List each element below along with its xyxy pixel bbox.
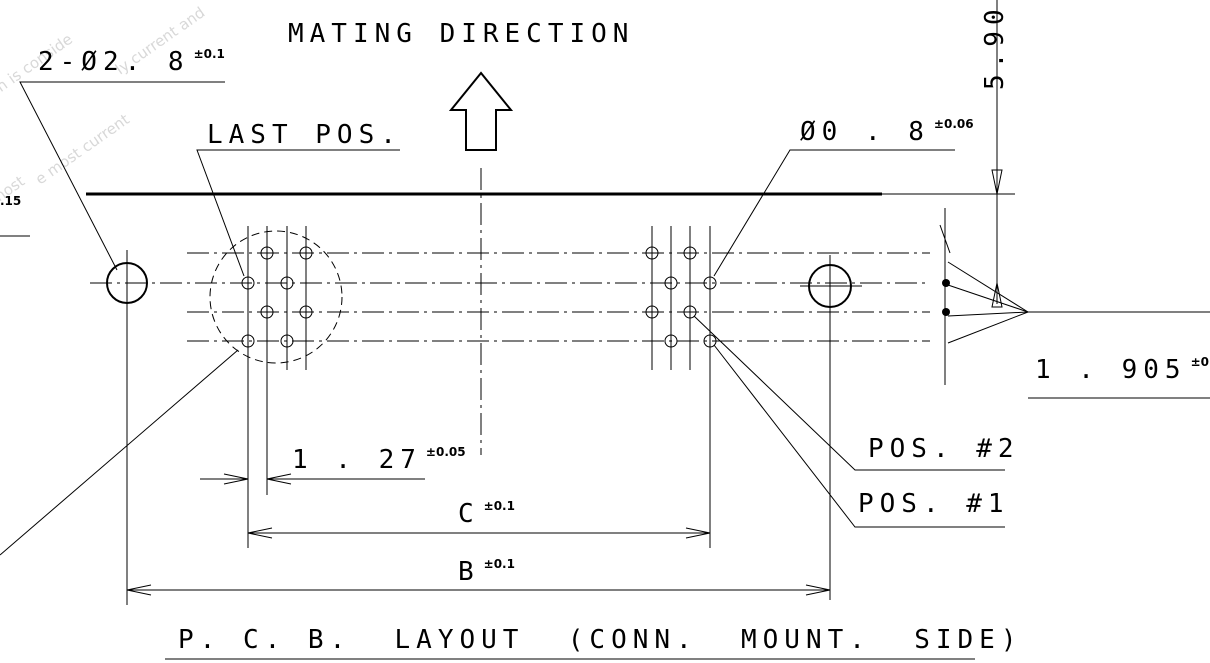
watermark: ion is conside ly current and e most cur… bbox=[0, 3, 208, 208]
pos1-label: POS. #1 bbox=[858, 489, 1010, 519]
mount-hole-leader bbox=[19, 81, 225, 271]
col-pitch-label: 1 . 27±0.05 bbox=[292, 445, 466, 475]
col-pitch-dim bbox=[200, 473, 425, 485]
mount-hole-label: 2-Ø2. 8±0.1 bbox=[38, 47, 225, 77]
height-arrow-bottom bbox=[991, 282, 1003, 308]
last-pos-leader bbox=[196, 149, 400, 277]
row-lines bbox=[90, 252, 930, 342]
dim-c-label: C±0.1 bbox=[458, 499, 515, 529]
edge-tol-label: .15 bbox=[0, 194, 21, 208]
pos2-label: POS. #2 bbox=[868, 434, 1020, 464]
last-pos-label: LAST POS. bbox=[207, 120, 402, 150]
dim-c bbox=[247, 527, 711, 539]
lower-left-leader bbox=[0, 349, 239, 556]
left-pin-grid bbox=[241, 226, 313, 548]
mating-direction-arrow-icon bbox=[448, 71, 514, 151]
pos1-leader bbox=[713, 344, 1005, 528]
dim-b bbox=[126, 584, 831, 596]
mating-direction-label: MATING DIRECTION bbox=[288, 19, 634, 49]
last-pos-circle bbox=[209, 230, 343, 364]
dim-b-label: B±0.1 bbox=[458, 557, 515, 587]
pos2-leader bbox=[693, 315, 1005, 471]
pin-hole-leader bbox=[713, 149, 955, 277]
drawing-title: P. C. B. LAYOUT (CONN. MOUNT. SIDE) bbox=[178, 625, 1022, 655]
height-dim-label: 5.90 bbox=[980, 3, 1010, 90]
row-pitch-dim bbox=[939, 208, 1210, 385]
watermark-line-3: e most current bbox=[32, 110, 133, 188]
height-arrow-top bbox=[991, 169, 1003, 195]
pin-hole-label: Ø0 . 8±0.06 bbox=[800, 117, 974, 147]
right-pin-grid bbox=[645, 226, 717, 548]
row-pitch-label: 1 . 905±0.05 bbox=[1035, 355, 1210, 385]
